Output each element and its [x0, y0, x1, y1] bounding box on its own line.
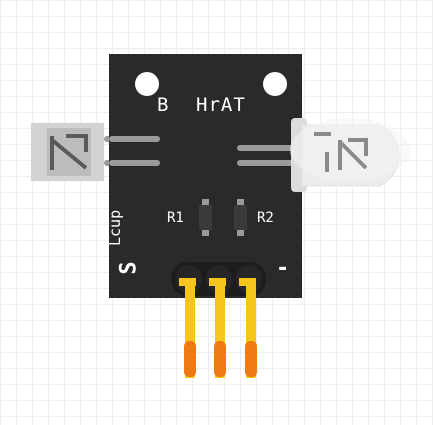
side-label: Lcup	[106, 209, 124, 246]
receiver-symbol-icon	[50, 134, 88, 170]
ir-led	[290, 118, 410, 192]
board-title-right: HrAT	[196, 94, 246, 116]
label-r1: R1	[167, 210, 184, 226]
board-title-left: B	[157, 94, 169, 116]
mounting-hole-right	[263, 72, 287, 96]
led-symbol-icon	[314, 132, 368, 172]
led-lead-2	[237, 160, 295, 166]
resistor-r2	[234, 199, 247, 236]
led-lead-1	[237, 145, 295, 151]
resistor-r1	[199, 199, 212, 236]
receiver-lead-pcb-1	[109, 136, 160, 142]
minus-label: -	[276, 256, 290, 281]
signal-label: S	[116, 261, 142, 275]
pin-1	[179, 278, 196, 378]
receiver-lead-pcb-2	[109, 160, 160, 166]
pin-3	[239, 278, 257, 378]
mounting-hole-left	[135, 72, 159, 96]
pin-2	[209, 278, 226, 378]
label-r2: R2	[257, 210, 274, 226]
